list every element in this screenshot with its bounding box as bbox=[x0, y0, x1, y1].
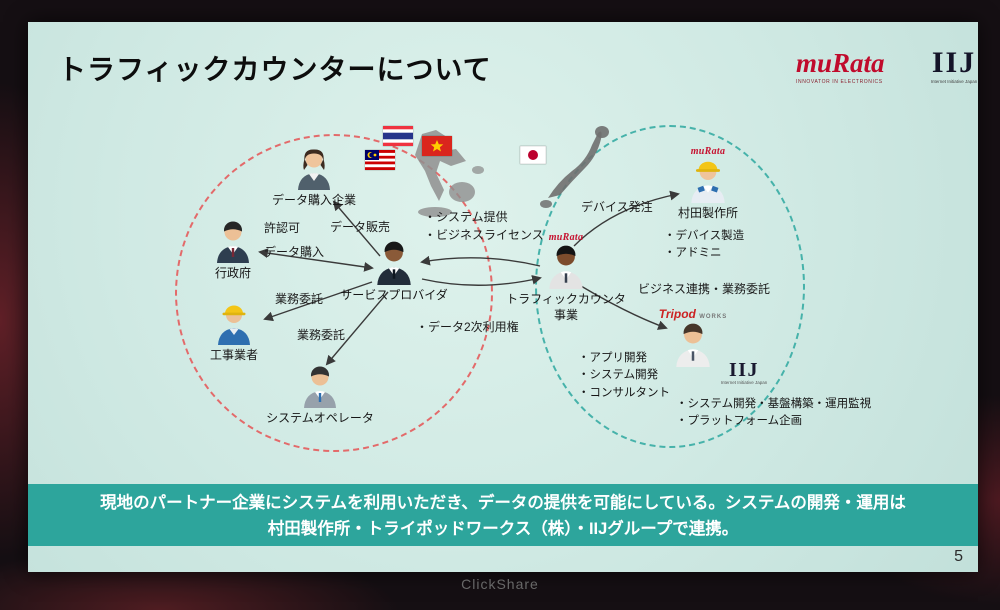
node-label: システムオペレータ bbox=[266, 411, 374, 425]
summary-line2: 村田製作所・トライポッドワークス（株）・IIJグループで連携。 bbox=[267, 520, 739, 538]
tripod-logo-subtext: WORKS bbox=[699, 314, 728, 320]
thailand-flag-icon bbox=[383, 126, 413, 146]
murata-small-logo: muRata bbox=[690, 146, 726, 157]
node-label: トラフィックカウンタ bbox=[506, 292, 626, 306]
edge-label-business-collab: ビジネス連携・業務委託 bbox=[638, 282, 771, 296]
edge-label-license: 許認可 bbox=[264, 221, 301, 235]
page-number: 5 bbox=[954, 548, 963, 565]
japan-flag-icon bbox=[520, 146, 546, 164]
edge-label-device-order: デバイス発注 bbox=[581, 200, 653, 214]
node-label: 行政府 bbox=[214, 266, 251, 280]
vietnam-flag-icon bbox=[422, 136, 452, 156]
node-label: 工事業者 bbox=[209, 348, 258, 362]
summary-line1: 現地のパートナー企業にシステムを利用いただき、データの提供を可能にしている。シス… bbox=[100, 494, 906, 512]
node-government: 行政府 bbox=[178, 219, 288, 282]
murata-small-logo: muRata bbox=[548, 232, 584, 243]
iij-logo-tagline: Internet Initiative Japan bbox=[930, 79, 978, 84]
contractor-avatar-icon bbox=[218, 305, 250, 345]
node-system-operator: システムオペレータ bbox=[265, 364, 375, 427]
node-label: サービスプロバイダ bbox=[340, 288, 448, 302]
iij-bullets: ・システム開発・基盤構築・運用監視 ・プラットフォーム企画 bbox=[676, 396, 871, 431]
bullet-item: ・アプリ開発 bbox=[578, 352, 647, 364]
node-data-buyer: データ購入企業 bbox=[259, 146, 369, 209]
bullet-item: ・デバイス製造 bbox=[664, 230, 745, 242]
node-label: 村田製作所 bbox=[677, 206, 738, 220]
tripod-avatar-icon bbox=[676, 323, 710, 368]
node-contractor: 工事業者 bbox=[179, 301, 289, 364]
local-partners-circle bbox=[175, 134, 493, 452]
iij-small-logo: IIJ Internet Initiative Japan bbox=[704, 360, 784, 385]
node-traffic-counter-business: muRata トラフィックカウンタ 事業 bbox=[506, 232, 626, 323]
japan-map-icon bbox=[540, 126, 609, 208]
tripod-logo-text: Tripod bbox=[658, 307, 696, 321]
murata-logo-tagline: INNOVATOR IN ELECTRONICS bbox=[796, 79, 883, 85]
traffic-business-avatar-icon bbox=[549, 245, 583, 289]
node-label: データ購入企業 bbox=[271, 193, 356, 207]
system-operator-avatar-icon bbox=[304, 366, 336, 408]
murata-factory-avatar-icon bbox=[691, 161, 725, 203]
bullet-item: ・アドミニ bbox=[664, 247, 722, 260]
node-murata-factory: muRata 村田製作所 bbox=[648, 146, 768, 222]
summary-band: 現地のパートナー企業にシステムを利用いただき、データの提供を可能にしている。シス… bbox=[28, 484, 978, 546]
government-avatar-icon bbox=[217, 221, 249, 263]
murata-factory-bullets: ・デバイス製造 ・アドミニ bbox=[664, 228, 744, 263]
edge-label-outsourcing-upper: 業務委託 bbox=[275, 292, 324, 306]
edge-label-data-sales: データ販売 bbox=[330, 220, 391, 234]
murata-logo: muRata INNOVATOR IN ELECTRONICS bbox=[796, 48, 926, 86]
bullet-system-provision: ・システム提供 bbox=[424, 210, 508, 224]
node-service-provider: サービスプロバイダ bbox=[339, 239, 449, 304]
malaysia-flag-icon bbox=[365, 150, 395, 170]
iij-logo: IIJ Internet Initiative Japan bbox=[924, 46, 984, 85]
iij-small-logo-text: IIJ bbox=[728, 359, 760, 381]
japan-group-circle bbox=[535, 125, 805, 448]
tripod-works-logo: Tripod WORKS bbox=[658, 307, 728, 321]
bullet-business-license: ・ビジネスライセンス bbox=[424, 228, 544, 242]
murata-logo-text: muRata bbox=[796, 48, 885, 78]
iij-logo-text: IIJ bbox=[931, 46, 977, 79]
node-label-line2: 事業 bbox=[553, 307, 578, 322]
bullet-data-secondary-rights: ・データ2次利用権 bbox=[416, 320, 519, 334]
node-tripod-works: Tripod WORKS bbox=[643, 307, 743, 368]
service-provider-avatar-icon bbox=[377, 241, 411, 285]
bullet-item: ・システム開発・基盤構築・運用監視 bbox=[676, 398, 872, 410]
data-buyer-avatar-icon bbox=[298, 149, 330, 190]
tripod-bullets: ・アプリ開発 ・システム開発 ・コンサルタント bbox=[578, 350, 670, 402]
slide: トラフィックカウンターについて muRata INNOVATOR IN ELEC… bbox=[28, 22, 978, 572]
bullet-item: ・コンサルタント bbox=[578, 386, 670, 399]
bullet-item: ・システム開発 bbox=[578, 369, 659, 382]
iij-small-logo-tagline: Internet Initiative Japan bbox=[720, 380, 768, 385]
clickshare-label: ClickShare bbox=[461, 576, 539, 592]
slide-title: トラフィックカウンターについて bbox=[58, 54, 492, 85]
bullet-item: ・プラットフォーム企画 bbox=[676, 415, 803, 428]
edge-label-data-purchase: データ購入 bbox=[264, 245, 325, 259]
edge-label-outsourcing-lower: 業務委託 bbox=[297, 328, 346, 342]
